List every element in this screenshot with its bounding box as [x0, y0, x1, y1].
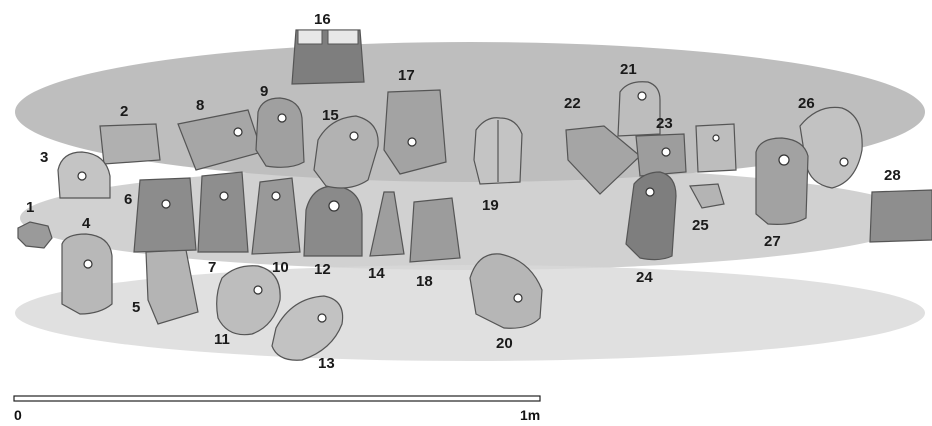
label-12: 12 — [314, 261, 331, 278]
label-1: 1 — [26, 199, 34, 216]
label-11: 11 — [214, 331, 230, 348]
stone-23 — [636, 134, 686, 176]
label-10: 10 — [272, 259, 289, 276]
stone-15-hole — [350, 132, 358, 140]
stone-23-hole — [662, 148, 670, 156]
stone-26 — [800, 107, 862, 188]
label-28: 28 — [884, 167, 901, 184]
label-26: 26 — [798, 95, 815, 112]
stone-13-hole — [318, 314, 326, 322]
stone-near-25-hole — [713, 135, 719, 141]
stone-24-hole — [646, 188, 654, 196]
label-9: 9 — [260, 83, 268, 100]
stone-near-25 — [696, 124, 736, 172]
label-5: 5 — [132, 299, 140, 316]
stone-1 — [18, 222, 52, 248]
label-27: 27 — [764, 233, 781, 250]
label-17: 17 — [398, 67, 415, 84]
stone-2 — [100, 124, 160, 164]
stone-3-hole — [78, 172, 86, 180]
stone-16-top-right — [328, 30, 358, 44]
label-21: 21 — [620, 61, 637, 78]
scale-bar-line — [14, 396, 540, 401]
label-2: 2 — [120, 103, 128, 120]
stone-6 — [134, 178, 196, 252]
stone-10-hole — [272, 192, 280, 200]
label-4: 4 — [82, 215, 91, 232]
label-13: 13 — [318, 355, 335, 372]
stone-9 — [256, 98, 304, 167]
label-16: 16 — [314, 11, 331, 28]
stone-16-top-left — [298, 30, 322, 44]
label-18: 18 — [416, 273, 433, 290]
scale-start-label: 0 — [14, 407, 22, 423]
label-20: 20 — [496, 335, 513, 352]
stone-9-hole — [278, 114, 286, 122]
stone-5 — [146, 250, 198, 324]
stone-21-hole — [638, 92, 646, 100]
label-25: 25 — [692, 217, 709, 234]
scale-end-label: 1m — [520, 407, 540, 423]
stone-4 — [62, 234, 112, 314]
stone-4-hole — [84, 260, 92, 268]
label-15: 15 — [322, 107, 339, 124]
stone-6-hole — [162, 200, 170, 208]
stone-7 — [198, 172, 248, 252]
stone-17 — [384, 90, 446, 174]
stone-18 — [410, 198, 460, 262]
stone-26-hole — [840, 158, 848, 166]
stone-28 — [870, 190, 932, 242]
scale-bar: 0 1m — [14, 396, 540, 423]
label-14: 14 — [368, 265, 385, 282]
stone-12 — [304, 186, 362, 256]
stone-27-hole — [779, 155, 789, 165]
stone-11-hole — [254, 286, 262, 294]
stone-24 — [626, 172, 676, 260]
stone-7-hole — [220, 192, 228, 200]
stone-12-hole — [329, 201, 339, 211]
label-23: 23 — [656, 115, 673, 132]
stone-17-hole — [408, 138, 416, 146]
label-3: 3 — [40, 149, 48, 166]
label-22: 22 — [564, 95, 581, 112]
label-8: 8 — [196, 97, 204, 114]
stone-21 — [618, 82, 660, 136]
label-6: 6 — [124, 191, 132, 208]
label-19: 19 — [482, 197, 499, 214]
label-7: 7 — [208, 259, 216, 276]
stone-20-hole — [514, 294, 522, 302]
stone-10 — [252, 178, 300, 254]
label-24: 24 — [636, 269, 653, 286]
stone-27 — [756, 138, 808, 224]
stone-8-hole — [234, 128, 242, 136]
